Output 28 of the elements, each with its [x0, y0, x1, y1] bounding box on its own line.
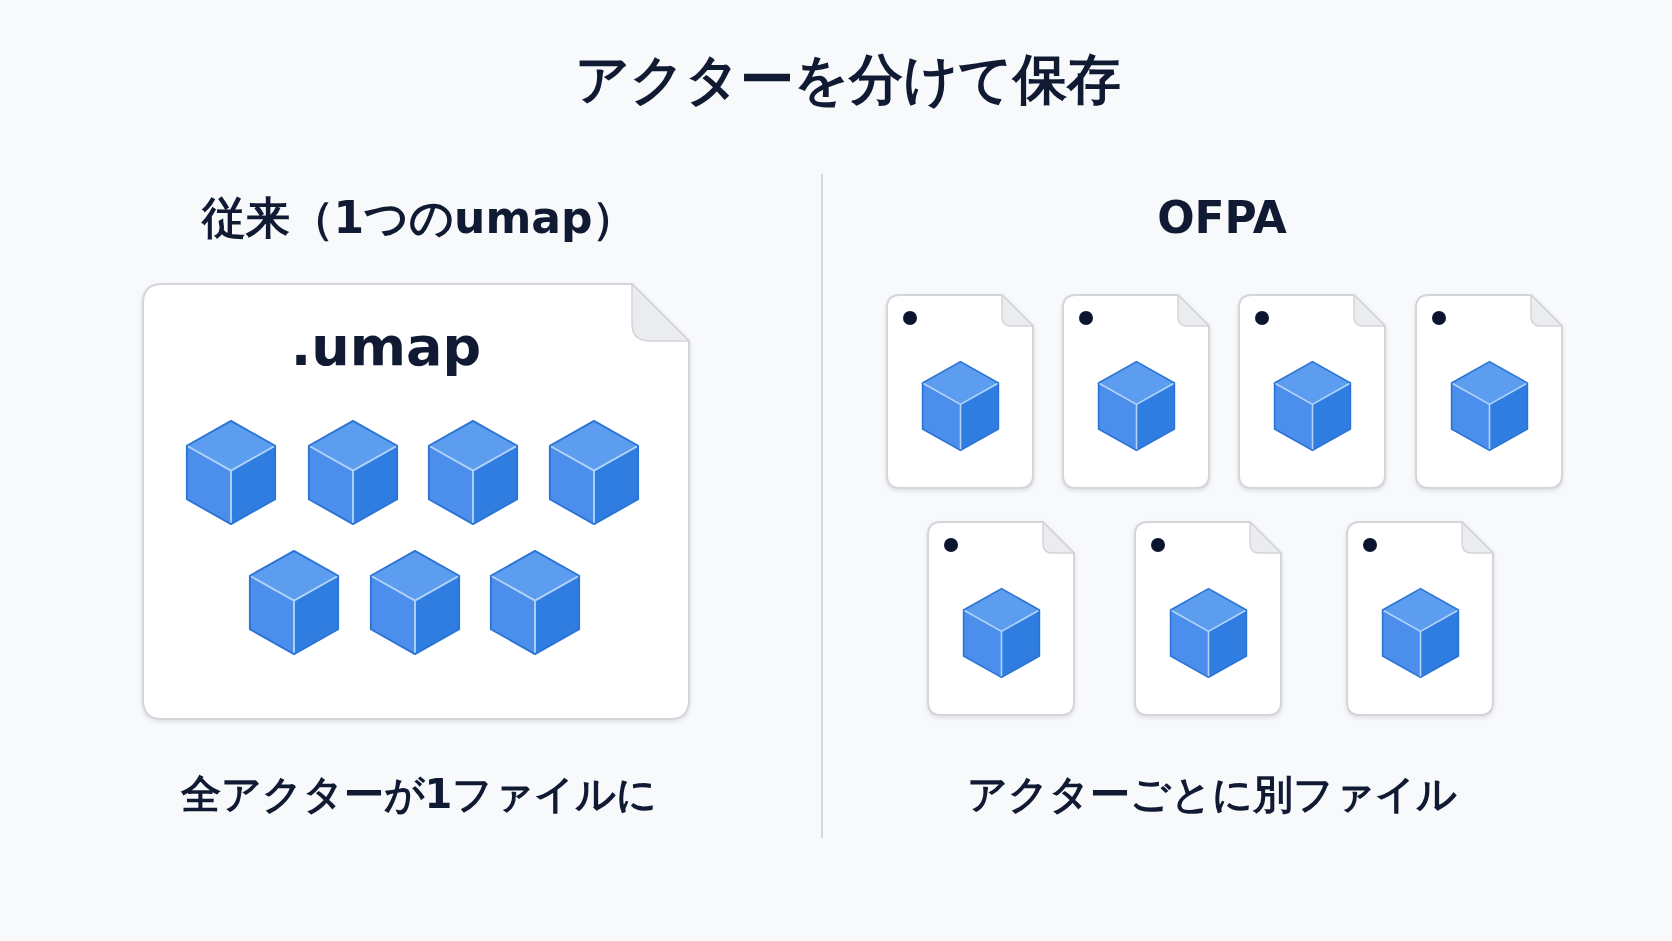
- cube-icon: [920, 360, 1000, 452]
- file-document: [886, 294, 1034, 489]
- title: アクターを分けて保存: [575, 48, 1121, 112]
- cube-icon: [1449, 360, 1529, 452]
- cube-icon: [185, 418, 277, 526]
- file-document: [927, 521, 1075, 716]
- cube-icon: [248, 548, 340, 656]
- cube-icon: [427, 418, 519, 526]
- cube-icon: [369, 548, 461, 656]
- cube-icon: [961, 587, 1041, 679]
- cube-icon: [1096, 360, 1176, 452]
- file-name: .umap: [290, 315, 482, 379]
- file-document: [1346, 521, 1494, 716]
- file-document: [1134, 521, 1282, 716]
- cube-icon: [1168, 587, 1248, 679]
- cube-icon: [489, 548, 581, 656]
- file-document: [1415, 294, 1563, 489]
- cube-icon: [307, 418, 399, 526]
- cube-icon: [548, 418, 640, 526]
- section-heading: OFPA: [1157, 192, 1287, 244]
- file-document: [1238, 294, 1386, 489]
- section-heading: 従来（1つのumap）: [201, 192, 637, 244]
- caption: 全アクターが1ファイルに: [180, 771, 658, 817]
- file-document: [1062, 294, 1210, 489]
- caption: アクターごとに別ファイル: [967, 771, 1457, 817]
- file-document: [142, 283, 690, 720]
- cube-icon: [1380, 587, 1460, 679]
- cube-icon: [1272, 360, 1352, 452]
